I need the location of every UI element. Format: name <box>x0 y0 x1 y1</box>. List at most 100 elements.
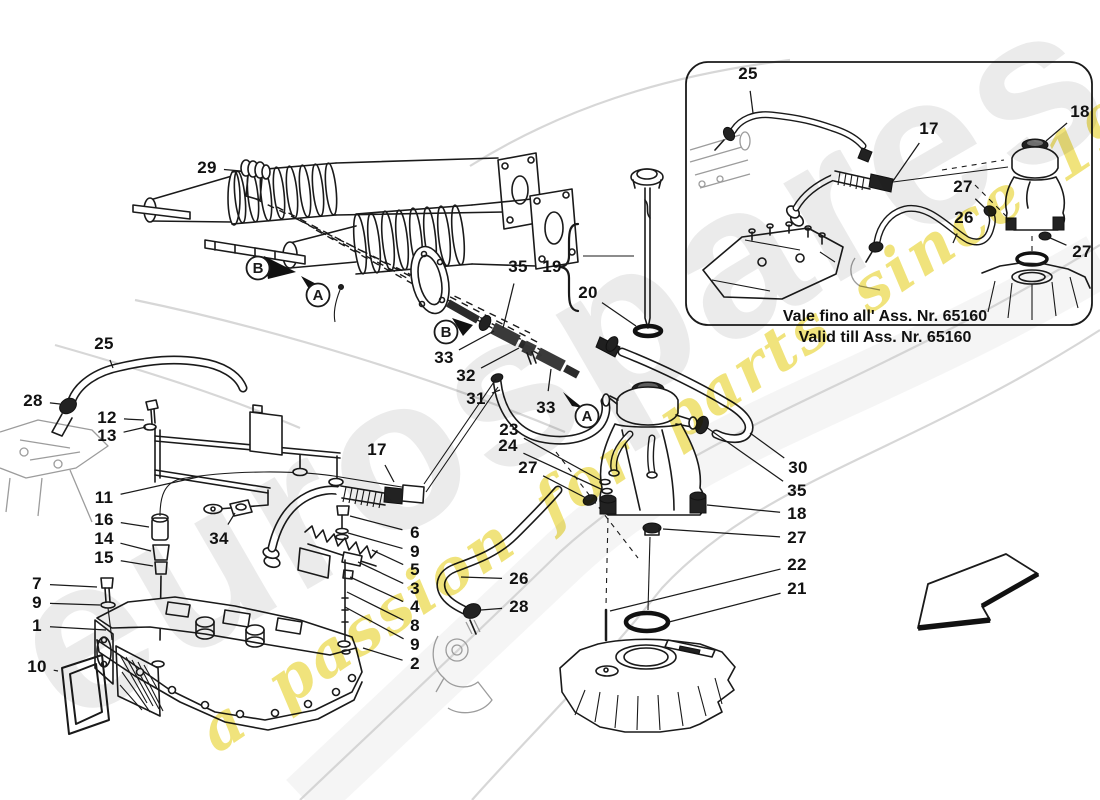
stud-8 <box>341 559 349 641</box>
callout-32: 32 <box>456 366 476 385</box>
hose-26 <box>436 485 563 635</box>
oil-tank-18 <box>582 336 754 536</box>
cooler-left-flange <box>94 619 114 685</box>
bolt-7 <box>100 577 114 589</box>
background-swoosh <box>54 58 1100 800</box>
engine-mount-sketch <box>0 419 109 523</box>
union-14 <box>152 544 170 561</box>
washer-24 <box>601 487 613 495</box>
callout-9: 9 <box>410 635 420 654</box>
nut-27b <box>642 522 662 534</box>
callout-25: 25 <box>738 64 758 83</box>
callout-20: 20 <box>578 283 598 302</box>
callout-30: 30 <box>788 458 808 477</box>
validity-note: Vale fino all' Ass. Nr. 65160 Valid till… <box>783 306 987 348</box>
inset-hose-25 <box>714 111 873 163</box>
callout-25: 25 <box>94 334 114 353</box>
cooler-cover-1 <box>96 596 357 656</box>
hose-31 <box>490 373 611 445</box>
view-marker-B: B <box>433 318 473 345</box>
callout-31: 31 <box>466 389 486 408</box>
callout-28: 28 <box>509 597 529 616</box>
hose-25 <box>51 355 248 437</box>
note-line-english: Valid till Ass. Nr. 65160 <box>798 329 972 346</box>
union-29 <box>240 159 271 201</box>
callout-13: 13 <box>97 426 117 445</box>
callout-24: 24 <box>498 436 518 455</box>
callout-18: 18 <box>1070 102 1090 121</box>
callout-19: 19 <box>542 257 562 276</box>
view-markers: B A B A <box>245 255 600 429</box>
spring-plate-5 <box>304 525 378 559</box>
callout-11: 11 <box>94 488 114 507</box>
callout-18: 18 <box>787 504 807 523</box>
view-marker-B: B <box>245 255 296 281</box>
svg-text:B: B <box>441 324 452 341</box>
clamp-35 <box>478 315 492 331</box>
sensor-and-fittings <box>143 399 409 668</box>
callout-9: 9 <box>32 593 42 612</box>
callout-33: 33 <box>434 348 454 367</box>
inset-hose-26 <box>850 204 997 291</box>
callout-9: 9 <box>410 542 420 561</box>
braided-hose-17 <box>262 378 499 569</box>
washer-23 <box>599 478 611 486</box>
callout-16: 16 <box>94 510 114 529</box>
callout-8: 8 <box>410 616 420 635</box>
washer-9 <box>100 601 116 609</box>
bracket-3 <box>341 551 363 567</box>
note-line-italian: Vale fino all' Ass. Nr. 65160 <box>782 308 988 325</box>
svg-text:B: B <box>253 260 264 277</box>
clamp-28b <box>462 603 482 619</box>
vent-pipe-assembly <box>446 299 580 379</box>
callout-2: 2 <box>410 654 420 673</box>
callout-17: 17 <box>367 440 387 459</box>
sensor-16 <box>151 517 169 541</box>
callout-22: 22 <box>787 555 807 574</box>
svg-text:A: A <box>313 287 324 304</box>
support-bracket-11 <box>154 404 344 517</box>
callout-34: 34 <box>209 529 229 548</box>
inset-hose-17 <box>785 166 1009 227</box>
dipstick <box>630 168 664 339</box>
svg-text:A: A <box>582 408 593 425</box>
heat-exchanger <box>61 505 378 735</box>
dipstick-seal-20 <box>632 323 664 339</box>
inset-cam-cover <box>702 221 844 300</box>
engine-cover <box>559 608 736 733</box>
clamp-34 <box>229 499 253 517</box>
callout-27: 27 <box>1072 242 1092 261</box>
callout-35: 35 <box>508 257 528 276</box>
inset-manifold-sketch <box>689 131 751 189</box>
callout-6: 6 <box>410 523 420 542</box>
callout-35: 35 <box>787 481 807 500</box>
callout-7: 7 <box>32 574 42 593</box>
inset-oil-tank <box>941 138 1066 267</box>
callout-10: 10 <box>27 657 47 676</box>
view-marker-A: A <box>301 276 331 308</box>
o-ring-21 <box>623 610 671 634</box>
callout-14: 14 <box>94 529 114 548</box>
inset-engine-cover <box>981 262 1091 320</box>
bolt-6 <box>336 505 350 516</box>
callout-5: 5 <box>410 560 420 579</box>
callout-21: 21 <box>787 579 807 598</box>
gasket-10 <box>61 654 110 735</box>
callout-1: 1 <box>32 616 42 635</box>
thermostat-housing-sketch <box>432 619 493 714</box>
callout-26: 26 <box>509 569 529 588</box>
callout-27: 27 <box>787 528 807 547</box>
clamp-28 <box>59 397 77 415</box>
nut-15 <box>154 561 168 575</box>
clamp-27a <box>582 494 598 506</box>
callout-12: 12 <box>97 408 117 427</box>
callout-leader-lines <box>49 90 1068 672</box>
inset-box <box>685 61 1093 326</box>
callout-17: 17 <box>919 119 939 138</box>
callout-4: 4 <box>410 597 420 616</box>
callout-3: 3 <box>410 579 420 598</box>
callout-28: 28 <box>23 391 43 410</box>
callout-15: 15 <box>94 548 114 567</box>
view-marker-A: A <box>563 392 600 429</box>
